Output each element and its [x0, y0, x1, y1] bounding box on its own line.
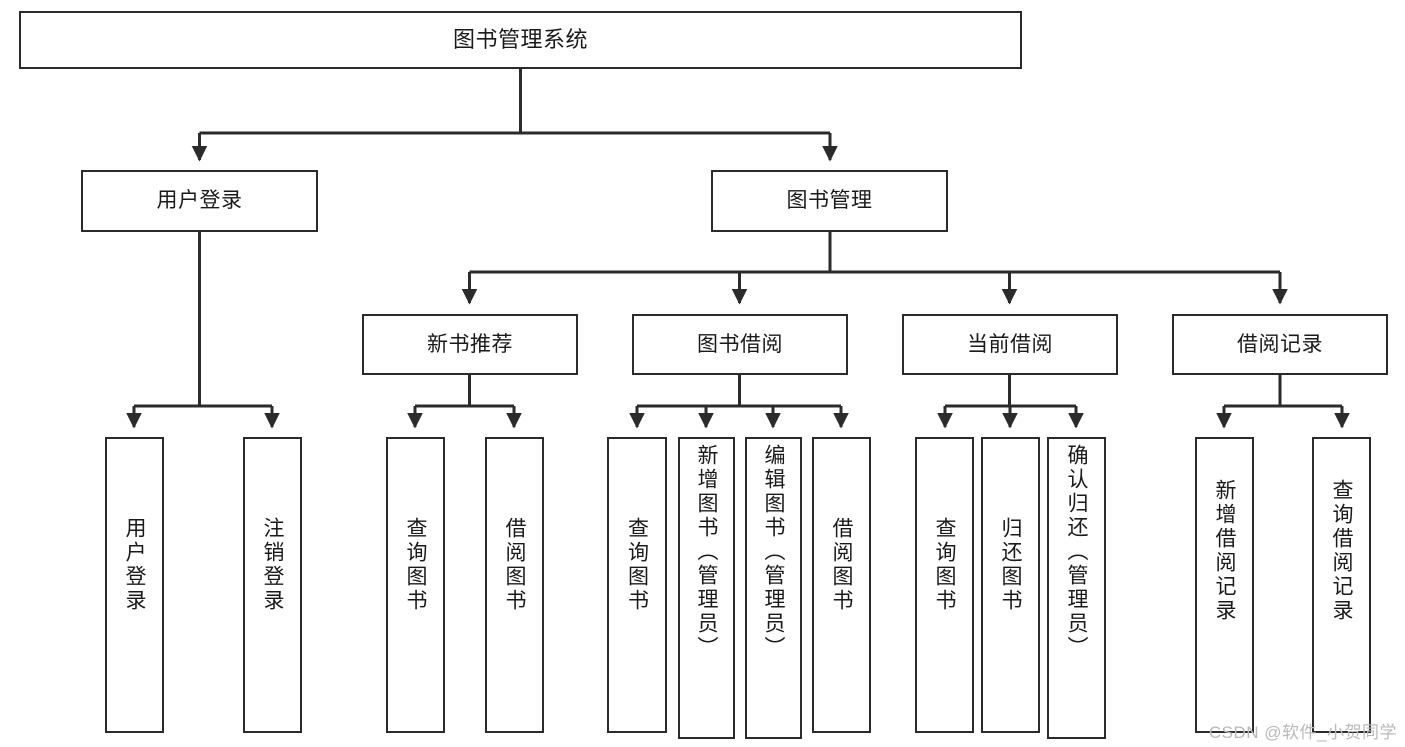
leaf-confirm-return-admin[interactable]: 确认归还（管理员）: [1047, 437, 1106, 739]
edges-bookmgmt-to-level3: [461, 232, 1288, 305]
leaf-borrow-book-borrow[interactable]: 借阅图书: [812, 437, 871, 733]
node-label: 新增借阅记录: [1213, 479, 1236, 623]
node-borrow-record[interactable]: 借阅记录: [1172, 314, 1388, 375]
edges-root-to-level2: [191, 69, 838, 162]
node-book-management[interactable]: 图书管理: [711, 170, 948, 232]
leaf-user-logout[interactable]: 注销登录: [243, 437, 302, 733]
node-book-borrow[interactable]: 图书借阅: [632, 314, 848, 375]
node-label: 借阅图书: [830, 517, 853, 613]
edges-borrowrecord-to-leaves: [1216, 375, 1350, 429]
leaf-add-book-admin[interactable]: 新增图书（管理员）: [678, 437, 735, 739]
node-label: 归还图书: [999, 517, 1022, 613]
leaf-return-book[interactable]: 归还图书: [981, 437, 1040, 733]
leaf-user-login[interactable]: 用户登录: [105, 437, 164, 733]
leaf-query-book-current[interactable]: 查询图书: [915, 437, 974, 733]
watermark-text: CSDN @软件_小贺同学: [1208, 723, 1397, 742]
node-new-book-recommend[interactable]: 新书推荐: [362, 314, 578, 375]
node-user-login[interactable]: 用户登录: [81, 170, 318, 232]
node-label: 用户登录: [156, 189, 243, 213]
node-label: 用户登录: [123, 517, 146, 613]
node-label: 新增图书（管理员）: [695, 444, 718, 660]
node-label: 查询借阅记录: [1330, 479, 1353, 623]
leaf-query-borrow-record[interactable]: 查询借阅记录: [1312, 437, 1371, 733]
leaf-query-book-borrow[interactable]: 查询图书: [607, 437, 667, 733]
node-label: 借阅图书: [503, 517, 526, 613]
node-label: 图书管理系统: [452, 26, 588, 52]
leaf-query-book-newbook[interactable]: 查询图书: [386, 437, 445, 733]
edges-userlogin-to-leaves: [126, 232, 280, 429]
node-label: 图书管理: [786, 189, 873, 213]
node-root-system[interactable]: 图书管理系统: [19, 11, 1022, 69]
leaf-add-borrow-record[interactable]: 新增借阅记录: [1195, 437, 1254, 733]
node-current-borrow[interactable]: 当前借阅: [902, 314, 1118, 375]
edges-newbook-to-leaves: [407, 375, 522, 429]
node-label: 确认归还（管理员）: [1065, 444, 1088, 660]
edges-currentborrow-to-leaves: [937, 375, 1084, 429]
node-label: 查询图书: [404, 517, 427, 613]
leaf-borrow-book-newbook[interactable]: 借阅图书: [485, 437, 544, 733]
node-label: 查询图书: [625, 517, 649, 613]
node-label: 查询图书: [933, 517, 956, 613]
node-label: 当前借阅: [967, 332, 1053, 356]
node-label: 借阅记录: [1237, 332, 1323, 356]
node-label: 新书推荐: [427, 332, 513, 356]
leaf-edit-book-admin[interactable]: 编辑图书（管理员）: [745, 437, 802, 739]
node-label: 编辑图书（管理员）: [762, 444, 785, 660]
node-label: 注销登录: [261, 517, 284, 613]
edges-bookborrow-to-leaves: [629, 375, 849, 429]
node-label: 图书借阅: [697, 332, 783, 356]
